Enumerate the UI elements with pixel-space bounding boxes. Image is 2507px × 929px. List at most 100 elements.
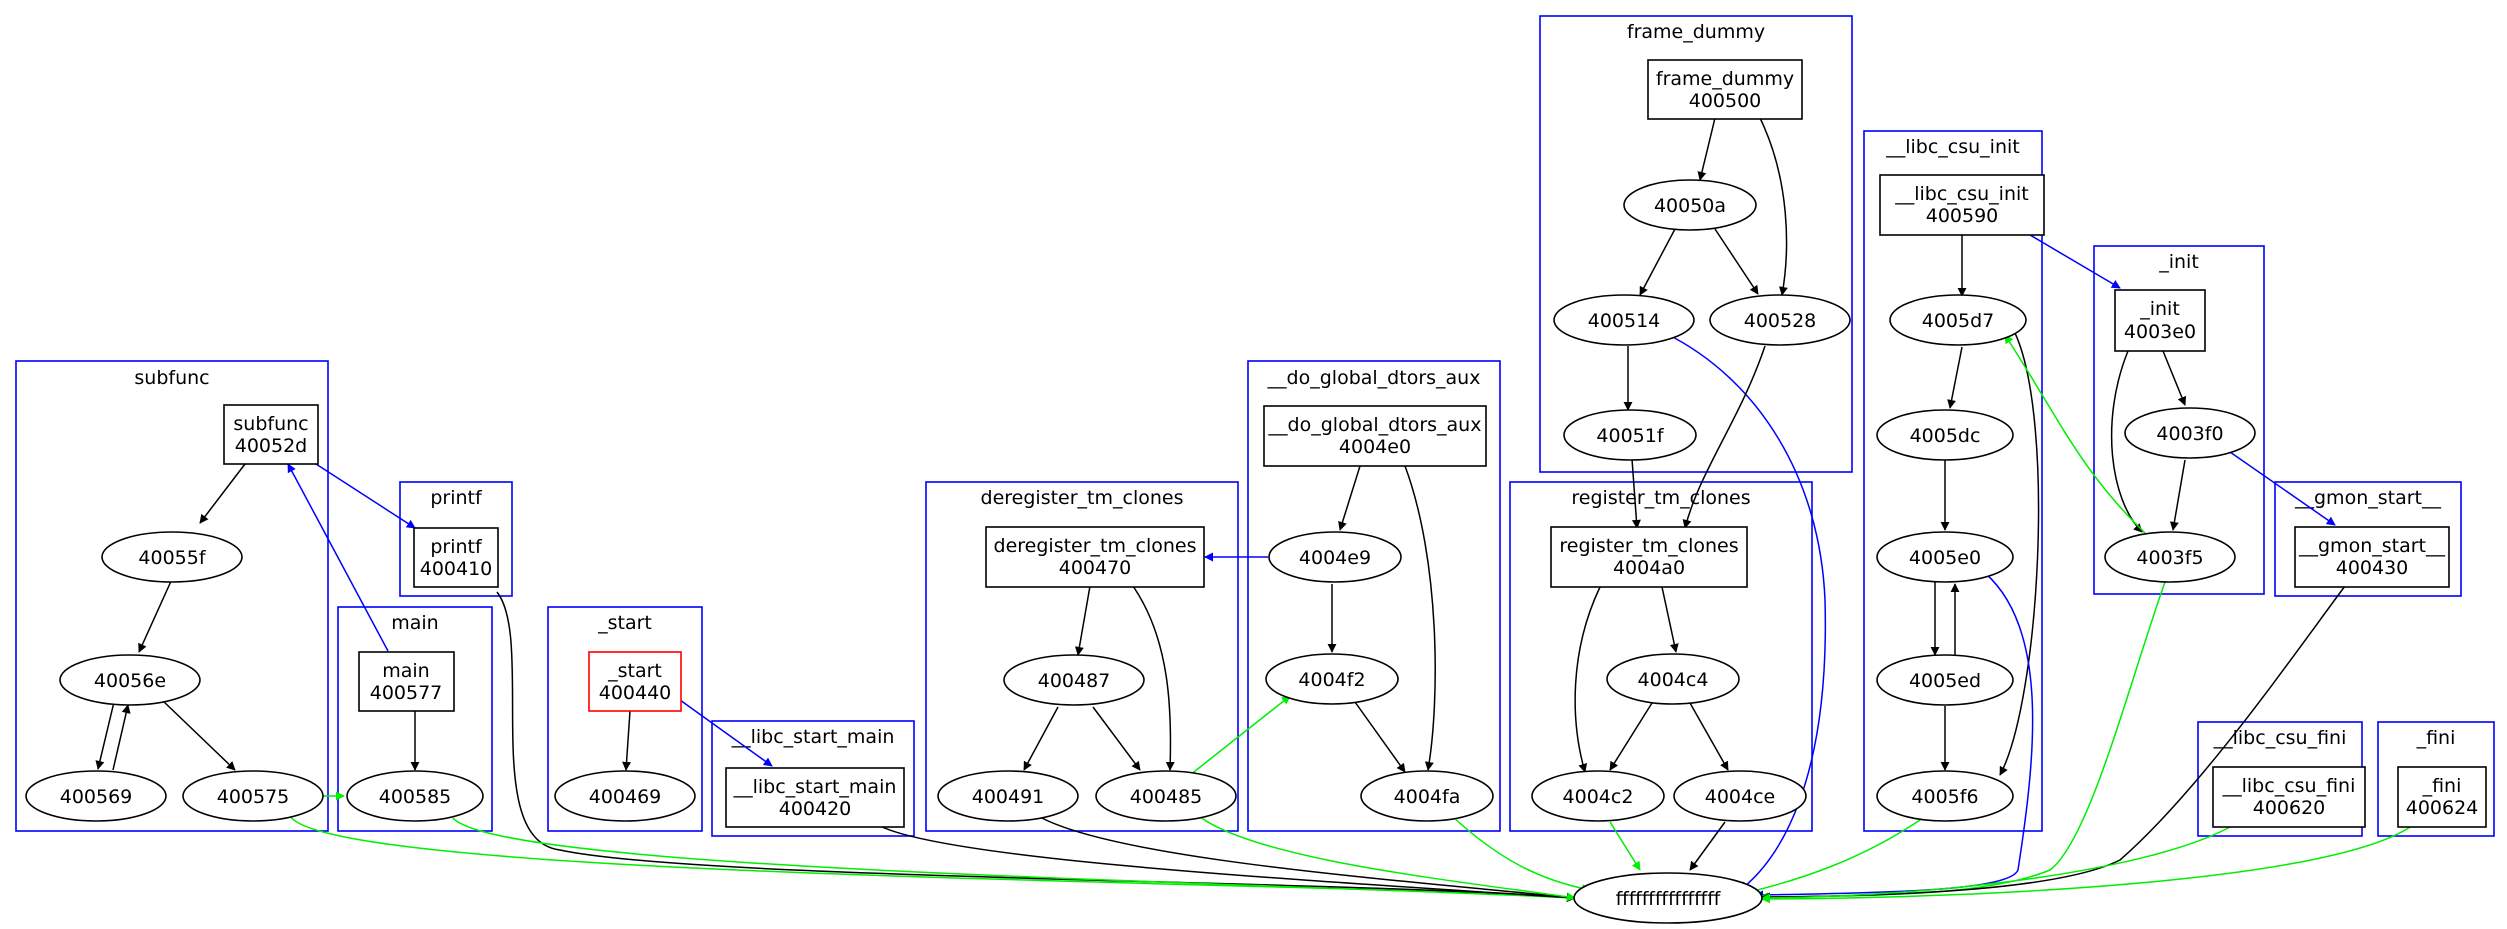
node-4005f6[interactable]: 4005f6 bbox=[1876, 770, 2014, 822]
edge-frame-dummy-40050a bbox=[1697, 117, 1716, 181]
svg-text:400577: 400577 bbox=[370, 682, 443, 704]
node-4004ce[interactable]: 4004ce bbox=[1673, 770, 1807, 822]
edge-init-4003f0 bbox=[2162, 350, 2187, 406]
svg-text:400420: 400420 bbox=[779, 798, 852, 820]
node-libc-csu-fini[interactable]: __libc_csu_fini 400620 bbox=[2212, 766, 2366, 828]
node-400585[interactable]: 400585 bbox=[346, 770, 484, 822]
svg-text:_init: _init bbox=[2139, 298, 2180, 320]
edge-4004fa-sink bbox=[1452, 816, 1591, 893]
node-4004fa[interactable]: 4004fa bbox=[1360, 770, 1494, 822]
svg-text:400500: 400500 bbox=[1689, 90, 1762, 112]
edge-deregister-400485 bbox=[1132, 585, 1175, 771]
node-do-global-dtors-aux[interactable]: __do_global_dtors_aux 4004e0 bbox=[1263, 405, 1487, 467]
node-register-tm-clones[interactable]: register_tm_clones 4004a0 bbox=[1550, 526, 1748, 588]
svg-text:400491: 400491 bbox=[972, 786, 1045, 808]
node-400469[interactable]: 400469 bbox=[554, 770, 696, 822]
node-printf[interactable]: printf 400410 bbox=[413, 527, 499, 588]
node-libc-csu-init[interactable]: __libc_csu_init 400590 bbox=[1879, 174, 2045, 236]
svg-text:400585: 400585 bbox=[379, 786, 452, 808]
edge-subfunc-printf bbox=[315, 463, 416, 529]
node-subfunc[interactable]: subfunc 40052d bbox=[223, 404, 319, 465]
svg-text:4005d7: 4005d7 bbox=[1922, 310, 1995, 332]
svg-text:__libc_csu_fini: __libc_csu_fini bbox=[2222, 775, 2356, 797]
node-400569[interactable]: 400569 bbox=[25, 770, 167, 822]
node-40055f[interactable]: 40055f bbox=[101, 531, 243, 583]
cluster-label: __gmon_start__ bbox=[2294, 487, 2441, 509]
node-400528[interactable]: 400528 bbox=[1709, 294, 1851, 346]
edge-4004f2-4004fa bbox=[1354, 701, 1406, 773]
node-4003f0[interactable]: 4003f0 bbox=[2124, 407, 2256, 459]
node-4003f5[interactable]: 4003f5 bbox=[2104, 531, 2236, 583]
svg-text:400624: 400624 bbox=[2406, 797, 2479, 819]
edge-4004c2-sink bbox=[1609, 821, 1641, 871]
node-40050a[interactable]: 40050a bbox=[1623, 179, 1757, 231]
cluster-init: _init bbox=[2093, 245, 2265, 595]
node-40056e[interactable]: 40056e bbox=[59, 654, 201, 706]
svg-text:__do_global_dtors_aux: __do_global_dtors_aux bbox=[1268, 414, 1482, 436]
cluster-label: printf bbox=[430, 487, 483, 509]
node-gmon-start[interactable]: __gmon_start__ 400430 bbox=[2294, 526, 2450, 588]
node-4004e9[interactable]: 4004e9 bbox=[1268, 531, 1402, 583]
cluster-register-tm-clones: register_tm_clones bbox=[1509, 481, 1813, 832]
node-deregister-tm-clones[interactable]: deregister_tm_clones 400470 bbox=[985, 526, 1205, 588]
edge-printf-sink bbox=[496, 591, 1576, 902]
node-400491[interactable]: 400491 bbox=[937, 770, 1079, 822]
svg-text:4004e0: 4004e0 bbox=[1339, 436, 1411, 458]
edge-400514-sink bbox=[1664, 332, 1827, 891]
nodes: subfunc 40052d 40055f 40056e 400569 4005… bbox=[25, 59, 2487, 924]
node-4005dc[interactable]: 4005dc bbox=[1876, 409, 2014, 461]
edge-40056e-400569 bbox=[95, 701, 115, 770]
edge-4004c4-4004c2 bbox=[1609, 702, 1653, 771]
node-4005d7[interactable]: 4005d7 bbox=[1889, 294, 2027, 346]
node-4004f2[interactable]: 4004f2 bbox=[1265, 653, 1399, 705]
cluster-frame-dummy: frame_dummy bbox=[1539, 15, 1853, 473]
edge-40051f-register bbox=[1631, 458, 1641, 529]
node-4005e0[interactable]: 4005e0 bbox=[1876, 531, 2014, 583]
edge-4004c4-4004ce bbox=[1689, 702, 1729, 771]
edge-4003f0-gmon bbox=[2229, 451, 2336, 526]
cluster-deregister-tm-clones: deregister_tm_clones bbox=[925, 481, 1239, 832]
edge-4005d7-4005dc bbox=[1947, 346, 1963, 409]
svg-text:400469: 400469 bbox=[589, 786, 662, 808]
edge-400485-sink bbox=[1199, 816, 1576, 902]
svg-text:4005dc: 4005dc bbox=[1910, 425, 1981, 447]
node-libc-start-main[interactable]: __libc_start_main 400420 bbox=[725, 767, 905, 828]
svg-text:4004f2: 4004f2 bbox=[1298, 669, 1365, 691]
svg-text:4004c2: 4004c2 bbox=[1563, 786, 1634, 808]
edge-400487-400485 bbox=[1092, 706, 1141, 771]
cluster-gmon-start: __gmon_start__ bbox=[2274, 481, 2462, 597]
svg-text:4004fa: 4004fa bbox=[1394, 786, 1461, 808]
cluster-label: _init bbox=[2158, 251, 2199, 273]
node-400487[interactable]: 400487 bbox=[1003, 654, 1145, 706]
node-main[interactable]: main 400577 bbox=[358, 651, 455, 712]
cluster-label: _start bbox=[597, 612, 652, 634]
edge-4003f5-4005d7 bbox=[2004, 334, 2146, 534]
edge-4005f6-sink bbox=[1744, 819, 1921, 896]
node-40051f[interactable]: 40051f bbox=[1563, 409, 1697, 461]
svg-text:400440: 400440 bbox=[599, 682, 672, 704]
node-4004c4[interactable]: 4004c4 bbox=[1606, 653, 1740, 705]
node-fini[interactable]: _fini 400624 bbox=[2397, 766, 2487, 828]
node-400514[interactable]: 400514 bbox=[1553, 294, 1695, 346]
node-start[interactable]: _start 400440 bbox=[588, 651, 682, 712]
node-400485[interactable]: 400485 bbox=[1095, 770, 1237, 822]
svg-text:__libc_start_main: __libc_start_main bbox=[733, 776, 897, 798]
svg-text:4003f0: 4003f0 bbox=[2156, 423, 2223, 445]
edge-gmon-sink bbox=[1761, 585, 2346, 902]
node-frame-dummy[interactable]: frame_dummy 400500 bbox=[1647, 59, 1803, 120]
svg-text:4003f5: 4003f5 bbox=[2136, 547, 2203, 569]
node-400575[interactable]: 400575 bbox=[182, 770, 324, 822]
cluster-label: __libc_csu_init bbox=[1885, 136, 2020, 158]
node-4005ed[interactable]: 4005ed bbox=[1876, 654, 2014, 706]
edge-40055f-40056e bbox=[138, 578, 173, 653]
edge-deregister-400487 bbox=[1074, 585, 1091, 656]
edge-40050a-400528 bbox=[1714, 228, 1759, 295]
node-sink[interactable]: ffffffffffffffff bbox=[1573, 872, 1763, 924]
svg-text:printf: printf bbox=[430, 536, 483, 558]
cluster-do-global-dtors-aux: __do_global_dtors_aux bbox=[1247, 360, 1501, 832]
node-4004c2[interactable]: 4004c2 bbox=[1531, 770, 1665, 822]
svg-text:400410: 400410 bbox=[420, 558, 493, 580]
node-init[interactable]: _init 4003e0 bbox=[2114, 289, 2206, 352]
edge-400485-4004f2 bbox=[1189, 695, 1291, 776]
edge-start-libc-start-main bbox=[679, 699, 773, 767]
